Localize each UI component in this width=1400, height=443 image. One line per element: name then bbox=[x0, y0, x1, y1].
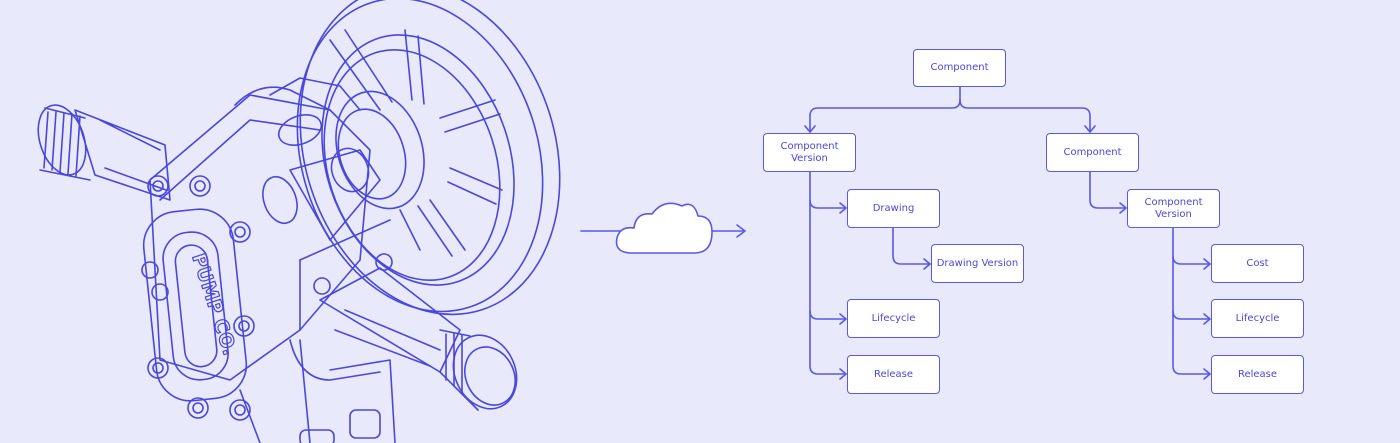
node-component-version-right: Component Version bbox=[1127, 189, 1220, 228]
node-release-left: Release bbox=[847, 355, 940, 394]
bolts bbox=[141, 175, 393, 421]
flywheel bbox=[296, 0, 561, 316]
pump-body bbox=[149, 77, 396, 443]
node-cost: Cost bbox=[1211, 244, 1304, 283]
flow-arrowhead bbox=[736, 224, 746, 238]
node-root-component: Component bbox=[913, 49, 1006, 87]
node-component-version-left: Component Version bbox=[763, 133, 856, 172]
node-lifecycle-left: Lifecycle bbox=[847, 299, 940, 338]
node-release-right: Release bbox=[1211, 355, 1304, 394]
node-lifecycle-right: Lifecycle bbox=[1211, 299, 1304, 338]
node-drawing-version: Drawing Version bbox=[931, 244, 1024, 283]
cloud-icon bbox=[615, 202, 713, 254]
node-drawing: Drawing bbox=[847, 189, 940, 228]
pump-illustration: PUMP CO. bbox=[37, 0, 561, 443]
left-pipe bbox=[37, 104, 171, 201]
right-pipe bbox=[319, 267, 518, 411]
node-component-right: Component bbox=[1046, 133, 1139, 172]
